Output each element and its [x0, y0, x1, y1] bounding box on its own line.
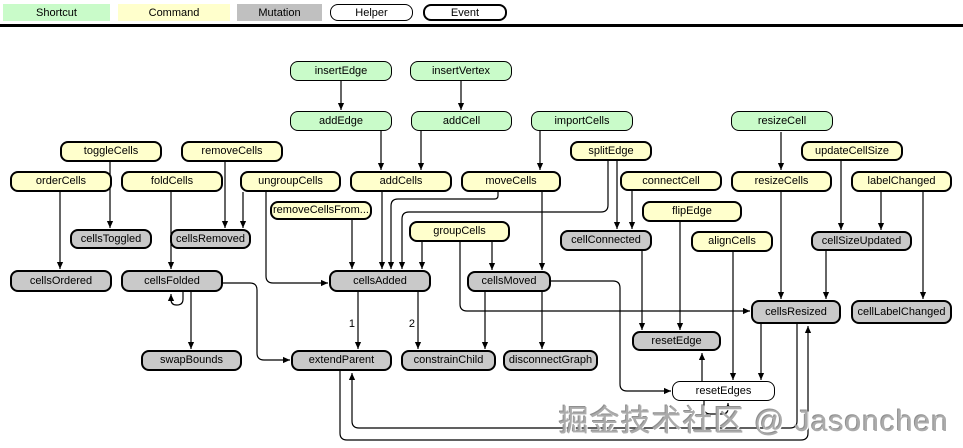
- node-importCells: importCells: [531, 111, 633, 131]
- node-cellsFolded: cellsFolded: [121, 270, 223, 292]
- node-resetEdges: resetEdges: [672, 381, 775, 401]
- node-alignCells: alignCells: [691, 231, 773, 252]
- edge-cellsFolded-cellsFolded: [167, 292, 184, 306]
- node-cellsResized: cellsResized: [751, 300, 841, 324]
- node-connectCell: connectCell: [620, 171, 722, 191]
- edge-extendParent-cellsResized: [339, 326, 812, 441]
- edge-splitEdge-cellsAdded: [398, 161, 609, 269]
- edge-cellsFolded-extendParent: [222, 282, 290, 364]
- node-groupCells: groupCells: [409, 221, 510, 242]
- node-insertEdge: insertEdge: [290, 61, 392, 81]
- edge-ungroupCells-cellsAdded: [265, 192, 328, 287]
- node-splitEdge: splitEdge: [570, 141, 652, 161]
- node-addEdge: addEdge: [290, 111, 392, 131]
- legend-shortcut: Shortcut: [3, 4, 110, 21]
- node-cellsToggled: cellsToggled: [70, 229, 152, 249]
- node-extendParent: extendParent: [291, 350, 392, 371]
- node-resizeCells: resizeCells: [731, 171, 832, 192]
- node-resizeCell: resizeCell: [731, 111, 833, 131]
- legend-divider: [0, 24, 963, 27]
- node-cellsAdded: cellsAdded: [329, 270, 431, 292]
- node-cellsMoved: cellsMoved: [467, 271, 551, 292]
- legend-helper: Helper: [330, 4, 413, 21]
- node-cellSizeUpdated: cellSizeUpdated: [811, 231, 912, 251]
- node-resetEdge: resetEdge: [632, 331, 721, 351]
- legend-command: Command: [118, 4, 230, 21]
- edge-resetEdges-resetEdges: [703, 401, 732, 415]
- node-cellsOrdered: cellsOrdered: [10, 270, 112, 292]
- edge-label-2: 2: [409, 318, 415, 330]
- node-disconnectGraph: disconnectGraph: [503, 350, 598, 371]
- node-moveCells: moveCells: [461, 171, 561, 192]
- node-swapBounds: swapBounds: [141, 350, 242, 371]
- edge-label-1: 1: [349, 318, 355, 330]
- edge-groupCells-cellsResized: [459, 242, 750, 315]
- node-addCell: addCell: [411, 111, 512, 131]
- node-removeCellsFromParent: removeCellsFrom...: [270, 201, 372, 220]
- node-foldCells: foldCells: [121, 171, 223, 192]
- legend-event: Event: [423, 4, 507, 21]
- legend-mutation: Mutation: [237, 4, 322, 21]
- node-removeCells: removeCells: [181, 141, 283, 162]
- edge-moveCells-cellsAdded: [387, 192, 499, 269]
- node-addCells: addCells: [350, 171, 452, 192]
- edge-cellsMoved-resetEdges: [551, 280, 671, 395]
- node-insertVertex: insertVertex: [410, 61, 512, 81]
- node-constrainChild: constrainChild: [401, 350, 496, 371]
- node-toggleCells: toggleCells: [60, 141, 162, 162]
- edge-cellsResized-extendParent: [348, 324, 798, 429]
- node-cellsRemoved: cellsRemoved: [170, 229, 251, 249]
- node-flipEdge: flipEdge: [642, 201, 742, 222]
- node-ungroupCells: ungroupCells: [240, 171, 341, 192]
- node-labelChanged: labelChanged: [851, 171, 952, 192]
- node-orderCells: orderCells: [10, 171, 112, 192]
- node-cellConnected: cellConnected: [560, 230, 652, 251]
- node-cellLabelChanged: cellLabelChanged: [851, 300, 952, 324]
- node-updateCellSize: updateCellSize: [801, 141, 903, 161]
